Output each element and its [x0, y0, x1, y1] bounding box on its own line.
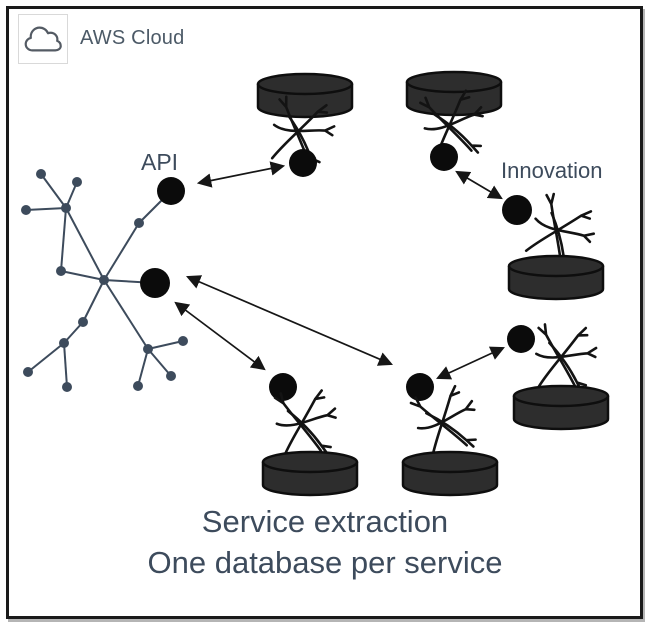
arrow-api-to-service	[196, 161, 286, 188]
api-label: API	[141, 149, 179, 175]
service-cluster-bottom-left	[261, 373, 359, 497]
cloud-icon	[24, 26, 62, 52]
service-cluster-top-right	[405, 70, 503, 171]
monolith-lower-node	[140, 268, 170, 298]
caption-line-1: Service extraction	[201, 504, 449, 539]
caption: Service extraction One database per serv…	[10, 501, 640, 583]
service-node	[269, 373, 297, 401]
database-icon	[512, 384, 610, 431]
innovation-label: Innovation	[501, 158, 603, 183]
database-icon	[401, 450, 499, 497]
database-icon	[405, 70, 503, 117]
service-node	[507, 325, 535, 353]
service-cluster-innovation	[502, 190, 605, 301]
arrow-monolith-to-bottom-left-service	[174, 301, 266, 371]
service-cluster-bottom-middle	[401, 373, 499, 497]
database-icon	[256, 72, 354, 119]
api-node	[157, 177, 185, 205]
monolith-graph-nodes	[21, 169, 188, 392]
arrow-monolith-to-bottom-middle-service	[186, 275, 393, 366]
aws-cloud-icon-box	[18, 14, 68, 64]
service-node	[289, 149, 317, 177]
service-node	[430, 143, 458, 171]
connection-arrows	[174, 161, 505, 380]
monolith-network-graph	[21, 169, 188, 392]
arrow-service-to-innovation	[455, 170, 503, 200]
service-node	[502, 195, 532, 225]
service-cluster-mid-right	[507, 322, 610, 431]
service-cluster-top-middle	[256, 72, 354, 177]
tangle-branches-icon	[532, 322, 600, 394]
database-icon	[507, 254, 605, 301]
database-icon	[261, 450, 359, 497]
arrow-bottom-middle-to-mid-right-service	[436, 346, 505, 380]
caption-line-2: One database per service	[147, 545, 503, 580]
service-node	[406, 373, 434, 401]
aws-cloud-label: AWS Cloud	[80, 27, 185, 49]
